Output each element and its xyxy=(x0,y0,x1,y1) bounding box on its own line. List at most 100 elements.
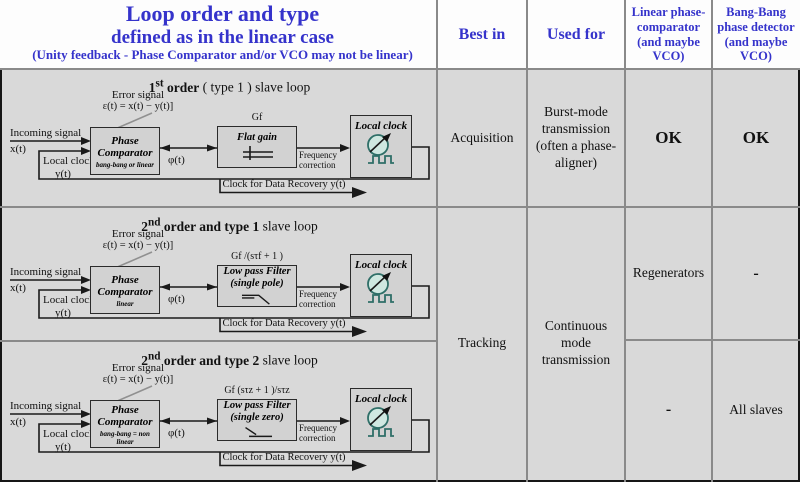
column-header-used-for: Used for xyxy=(546,25,606,43)
grid-hline-row2-right xyxy=(624,339,800,341)
error-signal-label: Error signal ε(t) = x(t) − y(t)] xyxy=(80,362,196,386)
feedback-clock-label: Local clock xyxy=(43,428,95,440)
incoming-signal-label: Incoming signal xyxy=(10,127,82,139)
incoming-signal-variable: x(t) xyxy=(10,282,26,294)
data-recovery-clock-label: Clock for Data Recovery y(t) xyxy=(222,179,346,190)
comparator-label-1: Phase xyxy=(111,404,139,417)
loop-title: 2nd order and type 1 slave loop xyxy=(42,216,417,235)
cell-best-in-row1: Acquisition xyxy=(450,129,514,145)
grid-vline-2 xyxy=(526,0,528,482)
grid-vline-3 xyxy=(624,0,626,482)
data-recovery-clock-label: Clock for Data Recovery y(t) xyxy=(222,452,346,463)
loop-order-suffix: nd xyxy=(147,350,161,362)
flat-gain-icon xyxy=(243,146,273,161)
phase-output-label: φ(t) xyxy=(168,154,185,166)
loop-title-rest: slave loop xyxy=(259,352,318,368)
filter-subname: (single pole) xyxy=(230,277,284,289)
cell-linear-row2: Regenerators xyxy=(632,265,705,281)
loop-order-suffix: nd xyxy=(147,216,161,228)
comparator-label-2: Comparator xyxy=(97,147,153,160)
comparator-type-note: bang-bang or linear xyxy=(96,160,154,169)
loop-filter-box: Low pass Filter (single zero) xyxy=(217,399,297,441)
incoming-signal-label: Incoming signal xyxy=(10,266,82,278)
data-recovery-clock-label: Clock for Data Recovery y(t) xyxy=(222,318,346,329)
grid-hline-row2-left xyxy=(0,340,437,342)
header-background xyxy=(0,0,800,69)
loop-order-number: 2 xyxy=(141,218,148,234)
comparator-type-note: bang-bang = non linear xyxy=(100,429,150,446)
comparator-label-1: Phase xyxy=(111,135,139,148)
grid-vline-1 xyxy=(436,0,438,482)
cell-used-for-rows23: Continuous mode transmission xyxy=(541,318,611,367)
filter-name: Low pass Filter xyxy=(223,400,291,411)
phase-comparator-box: Phase Comparator bang-bang = non linear xyxy=(90,400,160,448)
filter-subname: (single zero) xyxy=(230,411,284,423)
error-signal-caption: Error signal xyxy=(111,362,165,374)
column-header-best-in: Best in xyxy=(458,25,506,43)
local-clock-label: Local clock xyxy=(354,259,408,271)
loop-order-number: 1 xyxy=(148,79,156,95)
frequency-correction-label: Frequency correction xyxy=(299,289,337,310)
grid-vline-4 xyxy=(711,0,713,482)
local-clock-box: Local clock xyxy=(350,115,412,178)
column-header-bangbang-detector: Bang-Bang phase detector (and maybe VCO) xyxy=(717,5,795,64)
filter-name: Flat gain xyxy=(237,131,277,143)
grid-hline-row1 xyxy=(0,206,800,208)
loop-title: 1st order ( type 1 ) slave loop xyxy=(42,77,417,96)
phase-output-label: φ(t) xyxy=(168,293,185,305)
loop-title: 2nd order and type 2 slave loop xyxy=(42,350,417,369)
local-clock-label: Local clock xyxy=(354,393,408,405)
feedback-clock-label: Local clock xyxy=(43,155,95,167)
error-signal-formula: ε(t) = x(t) − y(t)] xyxy=(102,240,174,252)
error-signal-formula: ε(t) = x(t) − y(t)] xyxy=(102,374,174,386)
vco-icon xyxy=(367,406,394,437)
title-line-3: (Unity feedback - Phase Comparator and/o… xyxy=(32,46,413,62)
column-header-linear-comparator: Linear phase-comparator (and maybe VCO) xyxy=(631,5,706,64)
loop-order-number: 2 xyxy=(141,352,148,368)
incoming-signal-label: Incoming signal xyxy=(10,400,82,412)
loop-title-rest: ( type 1 ) slave loop xyxy=(199,79,311,95)
local-clock-box: Local clock xyxy=(350,388,412,451)
cell-bangbang-row2: - xyxy=(753,264,759,282)
local-clock-label: Local clock xyxy=(354,120,408,132)
filter-transfer-function: Gf /(sτf + 1 ) xyxy=(231,251,283,262)
incoming-signal-variable: x(t) xyxy=(10,416,26,428)
frequency-correction-label: Frequency correction xyxy=(299,150,337,171)
error-signal-formula: ε(t) = x(t) − y(t)] xyxy=(102,101,174,113)
feedback-clock-variable: y(t) xyxy=(55,307,71,319)
feedback-clock-label: Local clock xyxy=(43,294,95,306)
loop-diagram-row: 2nd order and type 2 slave loop Error si… xyxy=(2,342,435,480)
filter-transfer-function: Gf xyxy=(251,112,263,123)
diagram-wires xyxy=(10,251,430,337)
loop-diagram-row: 2nd order and type 1 slave loop Error si… xyxy=(2,208,435,340)
feedback-clock-variable: y(t) xyxy=(55,441,71,453)
loop-order-suffix: st xyxy=(155,77,164,89)
loop-order-text: order xyxy=(163,79,200,95)
frequency-correction-label: Frequency correction xyxy=(299,423,337,444)
loop-order-text: order and type 1 xyxy=(160,218,260,234)
cell-bangbang-row3: All slaves xyxy=(729,401,783,417)
comparator-label-2: Comparator xyxy=(97,416,153,429)
loop-filter-box: Flat gain xyxy=(217,126,297,168)
single-pole-icon xyxy=(241,294,270,305)
error-signal-caption: Error signal xyxy=(111,228,165,240)
local-clock-box: Local clock xyxy=(350,254,412,317)
cell-best-in-rows23: Tracking xyxy=(457,335,507,351)
filter-transfer-function: Gf (sτz + 1 )/sτz xyxy=(224,385,290,396)
title-line-1: Loop order and type xyxy=(125,1,320,26)
phase-comparator-box: Phase Comparator linear xyxy=(90,266,160,314)
loop-title-rest: slave loop xyxy=(259,218,318,234)
error-signal-label: Error signal ε(t) = x(t) − y(t)] xyxy=(80,228,196,252)
vco-icon xyxy=(367,133,394,164)
loop-filter-box: Low pass Filter (single pole) xyxy=(217,265,297,307)
feedback-clock-variable: y(t) xyxy=(55,168,71,180)
comparator-label-2: Comparator xyxy=(97,286,153,299)
filter-name: Low pass Filter xyxy=(223,266,291,277)
title-line-2: defined as in the linear case xyxy=(111,26,334,48)
phase-output-label: φ(t) xyxy=(168,427,185,439)
cell-bangbang-row1: OK xyxy=(742,128,770,148)
grid-hline-header xyxy=(0,68,800,70)
comparator-type-note: linear xyxy=(116,299,134,308)
loop-diagram-row: 1st order ( type 1 ) slave loop Error si… xyxy=(2,69,435,205)
